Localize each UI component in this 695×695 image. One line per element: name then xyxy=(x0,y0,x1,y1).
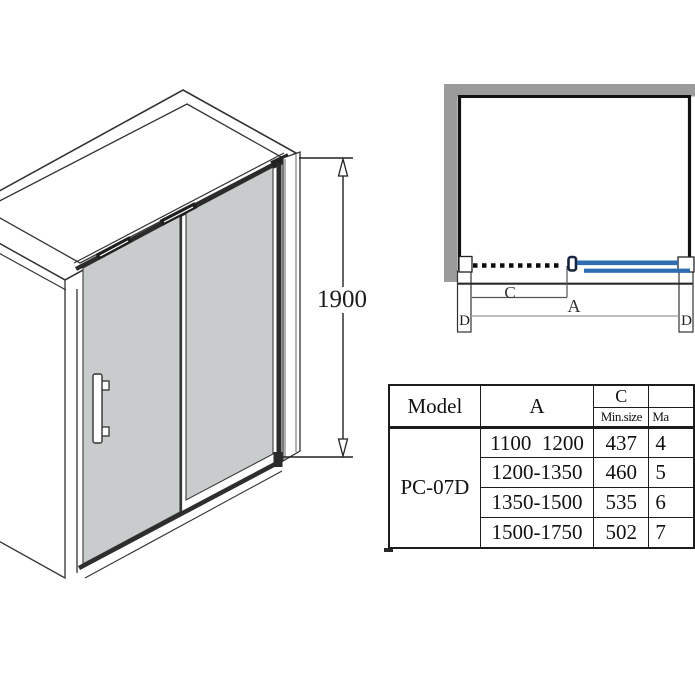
wall-profile-left xyxy=(458,255,473,273)
model-cell: PC-07D xyxy=(388,427,481,548)
c-min-cell: 460 xyxy=(593,457,650,488)
dim-c-label: C xyxy=(504,283,516,302)
side-panel xyxy=(282,151,301,463)
side-panel-foot xyxy=(273,452,283,467)
arrowhead-up-icon xyxy=(337,156,349,177)
a-range-cell: 1350-1500 xyxy=(479,487,595,518)
sliding-door-blue-1 xyxy=(577,260,678,266)
max-cell: 4 xyxy=(648,427,695,458)
header-max-size: Ma xyxy=(648,407,695,429)
roller-bracket-2-highlight xyxy=(163,206,194,223)
header-model: Model xyxy=(388,384,481,429)
handle-bar xyxy=(92,373,103,444)
top-frame-under-edge xyxy=(0,253,67,291)
c-min-cell: 502 xyxy=(593,517,650,548)
a-range-cell: 1500-1750 xyxy=(479,517,595,548)
header-c: C xyxy=(593,384,650,408)
c-min-cell: 535 xyxy=(593,487,650,518)
spec-table: Model A C Min.size Ma PC-07D 1100 1200 4… xyxy=(388,384,695,549)
header-a: A xyxy=(479,384,595,429)
sliding-door-blue-2 xyxy=(584,268,690,273)
profile-d-right-label: D xyxy=(681,313,692,329)
spec-table-wrap: Model A C Min.size Ma PC-07D 1100 1200 4… xyxy=(388,384,695,549)
bottom-sill-edge xyxy=(84,470,283,579)
stray-mark xyxy=(384,548,393,552)
c-min-cell: 437 xyxy=(593,427,650,458)
top-rail-edge xyxy=(73,152,285,264)
max-cell: 5 xyxy=(648,457,695,488)
dim-a-label: A xyxy=(567,296,581,316)
roller-bracket-1-highlight xyxy=(99,240,129,257)
isometric-view xyxy=(0,89,353,580)
door-stopper xyxy=(567,255,578,272)
top-frame-inner xyxy=(0,103,285,264)
plan-view xyxy=(444,84,695,333)
max-cell: 7 xyxy=(648,517,695,548)
height-dimension-label: 1900 xyxy=(314,286,370,314)
bottom-sill xyxy=(77,459,283,570)
a-range-cell: 1100 1200 xyxy=(479,427,595,458)
profile-d-left-label: D xyxy=(459,313,470,329)
a-range-cell: 1200-1350 xyxy=(479,457,595,488)
glass-panel-right xyxy=(185,166,274,501)
arrowhead-down-icon xyxy=(337,438,349,459)
header-max-top xyxy=(648,384,695,408)
max-cell: 6 xyxy=(648,487,695,518)
left-end-wall xyxy=(0,243,66,580)
wall xyxy=(444,84,695,282)
header-min-size: Min.size xyxy=(593,407,650,429)
